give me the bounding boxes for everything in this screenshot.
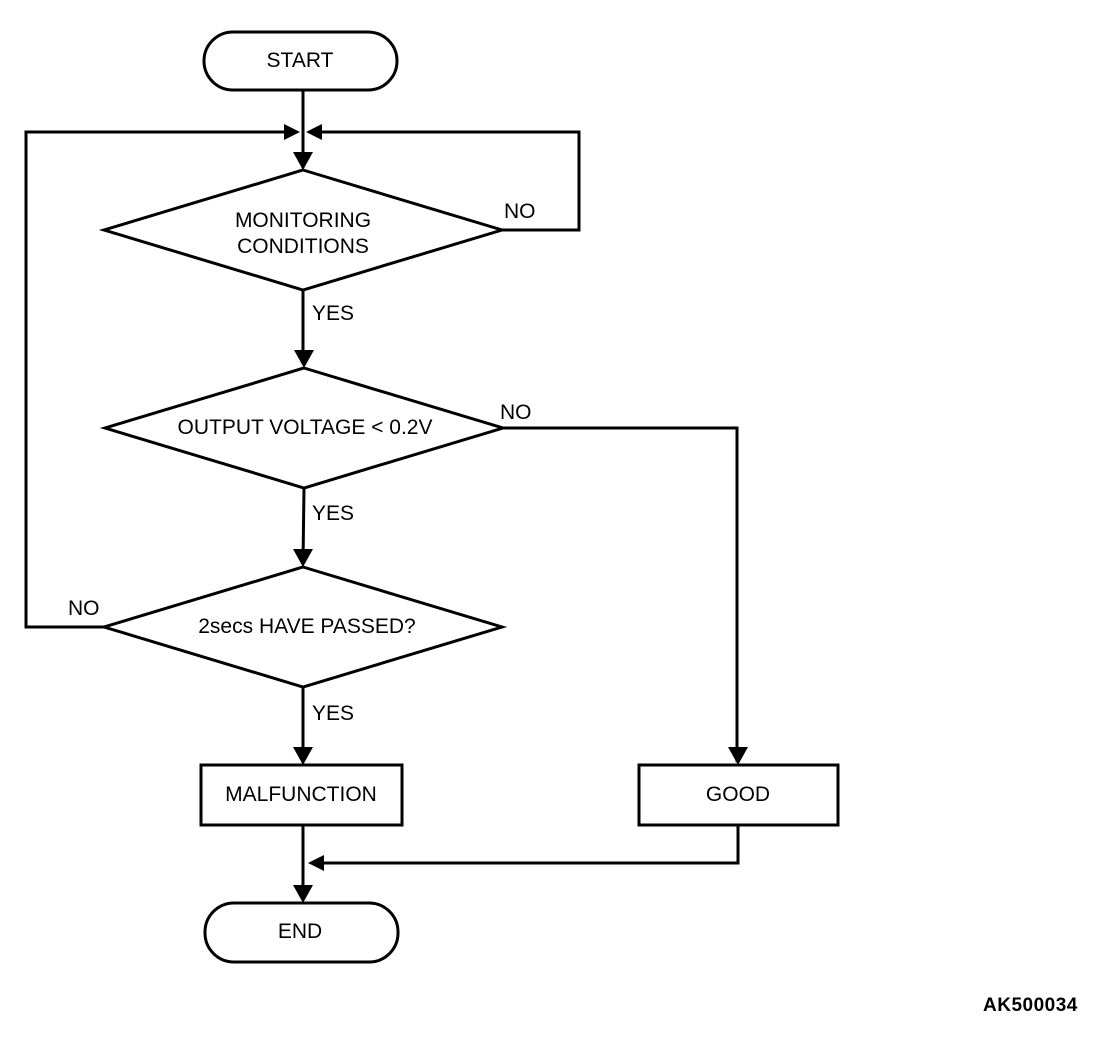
decision3-yes-label: YES: [312, 702, 355, 725]
arrowhead-into-good: [728, 747, 748, 765]
arrowhead-good-merge: [308, 855, 324, 871]
decision1-yes-label: YES: [312, 302, 355, 325]
arrowhead-into-decision3: [293, 549, 313, 567]
decision3-diamond-shape: [98, 565, 508, 689]
end-terminator-shape: [203, 901, 400, 964]
good-process-shape: [637, 763, 840, 827]
decision1-no-label: NO: [504, 200, 536, 223]
start-terminator-shape: [202, 30, 399, 92]
edge-decision2-no-to-good: [503, 426, 739, 762]
arrowhead-into-malfunction: [293, 747, 313, 765]
arrowhead-into-decision2: [294, 350, 314, 368]
decision1-label: MONITORING CONDITIONS: [235, 208, 371, 260]
decision2-no-label: NO: [500, 401, 532, 424]
decision1-label-line2: CONDITIONS: [237, 235, 369, 258]
malfunction-process-shape: [199, 763, 404, 827]
arrowhead-junction-from-right: [306, 124, 322, 140]
malfunction-label: MALFUNCTION: [225, 783, 377, 806]
decision2-label: OUTPUT VOLTAGE < 0.2V: [177, 416, 433, 439]
decision3-label: 2secs HAVE PASSED?: [198, 615, 416, 638]
good-label: GOOD: [705, 783, 771, 806]
decision3-no-label: NO: [68, 597, 100, 620]
decision1-label-line1: MONITORING: [234, 209, 372, 232]
decision2-yes-label: YES: [312, 502, 355, 525]
arrowhead-into-end: [293, 885, 313, 903]
edge-decision1-no-loop: [318, 130, 581, 232]
arrowhead-into-decision1: [293, 152, 313, 170]
edge-decision3-no-loop: [24, 130, 288, 629]
arrowhead-junction-from-left: [284, 124, 300, 140]
end-label: END: [277, 920, 323, 943]
edge-good-merge: [320, 825, 740, 865]
figure-code: AK500034: [983, 995, 1078, 1016]
decision1-diamond-shape: [98, 168, 508, 292]
decision2-diamond-shape: [99, 366, 509, 490]
start-label: START: [266, 49, 334, 72]
